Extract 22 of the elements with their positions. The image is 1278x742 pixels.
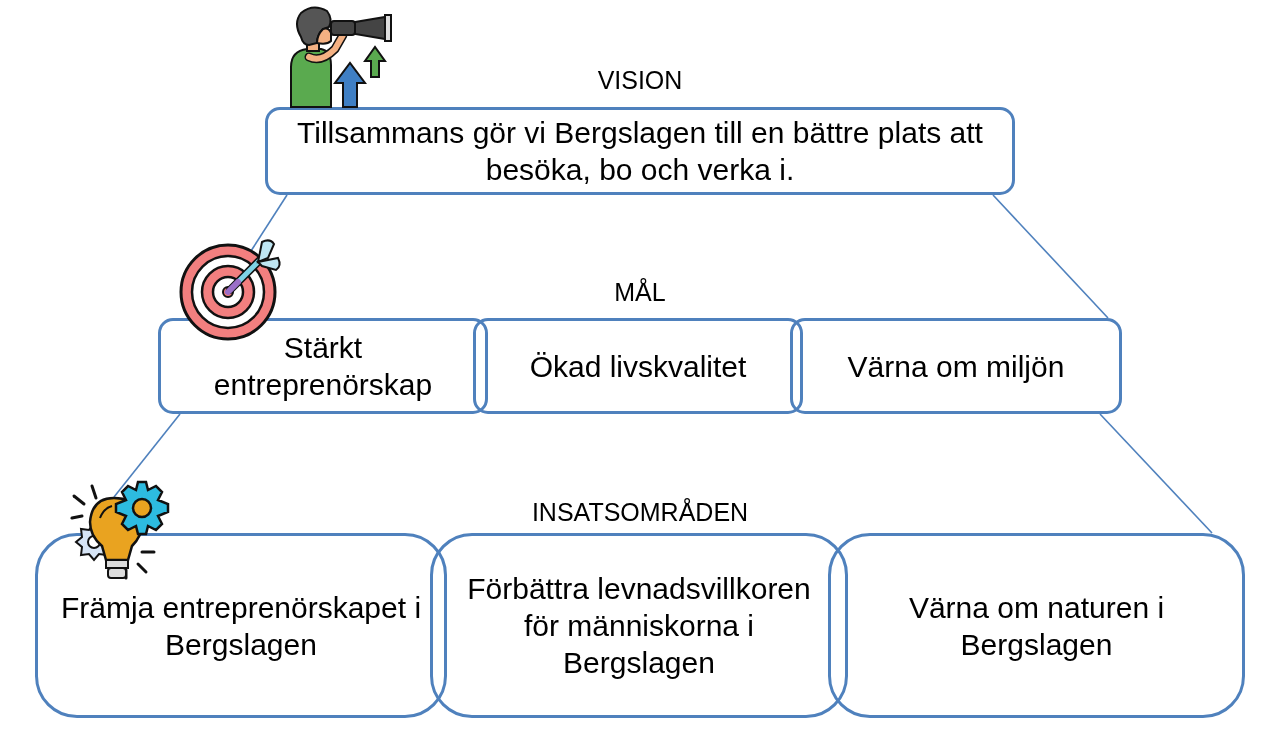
focus-area-text: Främja entreprenörskapet i Bergslagen (59, 589, 423, 663)
section-heading: VISION (597, 66, 683, 94)
goal-text: Ökad livskvalitet (529, 348, 747, 385)
vision-box (265, 107, 1015, 195)
focus-area-text: Förbättra levnadsvillkoren för människorna i Bergslagen (466, 571, 812, 681)
goal-box (158, 318, 488, 414)
connector-line (992, 194, 1109, 319)
section-heading: INSATSOMRÅDEN (531, 498, 749, 526)
focus-area-box (828, 533, 1245, 718)
goal-box (790, 318, 1122, 414)
goal-box (473, 318, 803, 414)
connector-line (1099, 413, 1213, 534)
focus-area-box (430, 533, 848, 718)
goal-text: Värna om miljön (847, 348, 1065, 385)
connector-line (113, 413, 181, 498)
focus-area-text: Värna om naturen i Bergslagen (907, 589, 1166, 663)
connector-line (250, 194, 288, 252)
focus-area-box (35, 533, 447, 718)
goal-text: Stärkt entreprenörskap (212, 330, 434, 403)
section-heading: MÅL (614, 278, 666, 306)
vision-statement: Tillsammans gör vi Bergslagen till en bättre plats att besöka, bo och verka i. (296, 115, 984, 188)
lightbulb-with-gears-icon (70, 478, 172, 582)
